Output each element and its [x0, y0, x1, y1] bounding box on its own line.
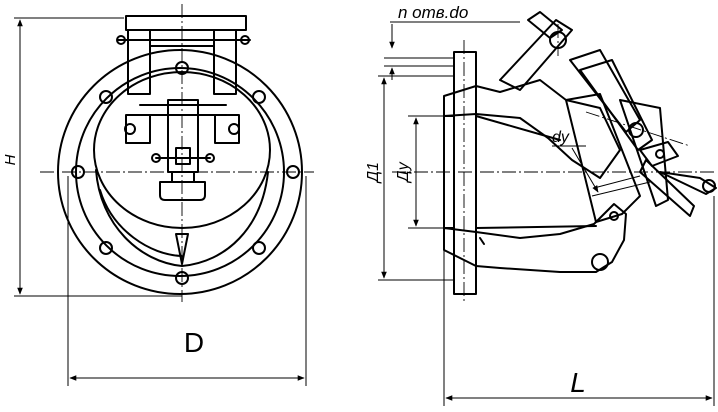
holes-note: n отв.do: [398, 3, 468, 22]
front-view: H D: [2, 4, 314, 386]
dy-label: Ду: [395, 161, 412, 183]
side-view: n отв.do Д1 Ду dy L: [365, 3, 717, 406]
inlet-flange: [453, 51, 477, 295]
diameter-label: D: [184, 327, 204, 358]
valve-disc-side: [565, 93, 641, 223]
height-label: H: [2, 154, 19, 165]
body-section-top: [443, 79, 621, 179]
hinge-bracket: [116, 15, 251, 95]
length-label: L: [570, 367, 586, 398]
lever-side: [479, 11, 717, 271]
seat-dy-label: dy: [552, 129, 570, 146]
d1-label: Д1: [365, 162, 382, 184]
seat-axis-line: [585, 111, 691, 147]
body-section-bottom: [443, 203, 627, 273]
